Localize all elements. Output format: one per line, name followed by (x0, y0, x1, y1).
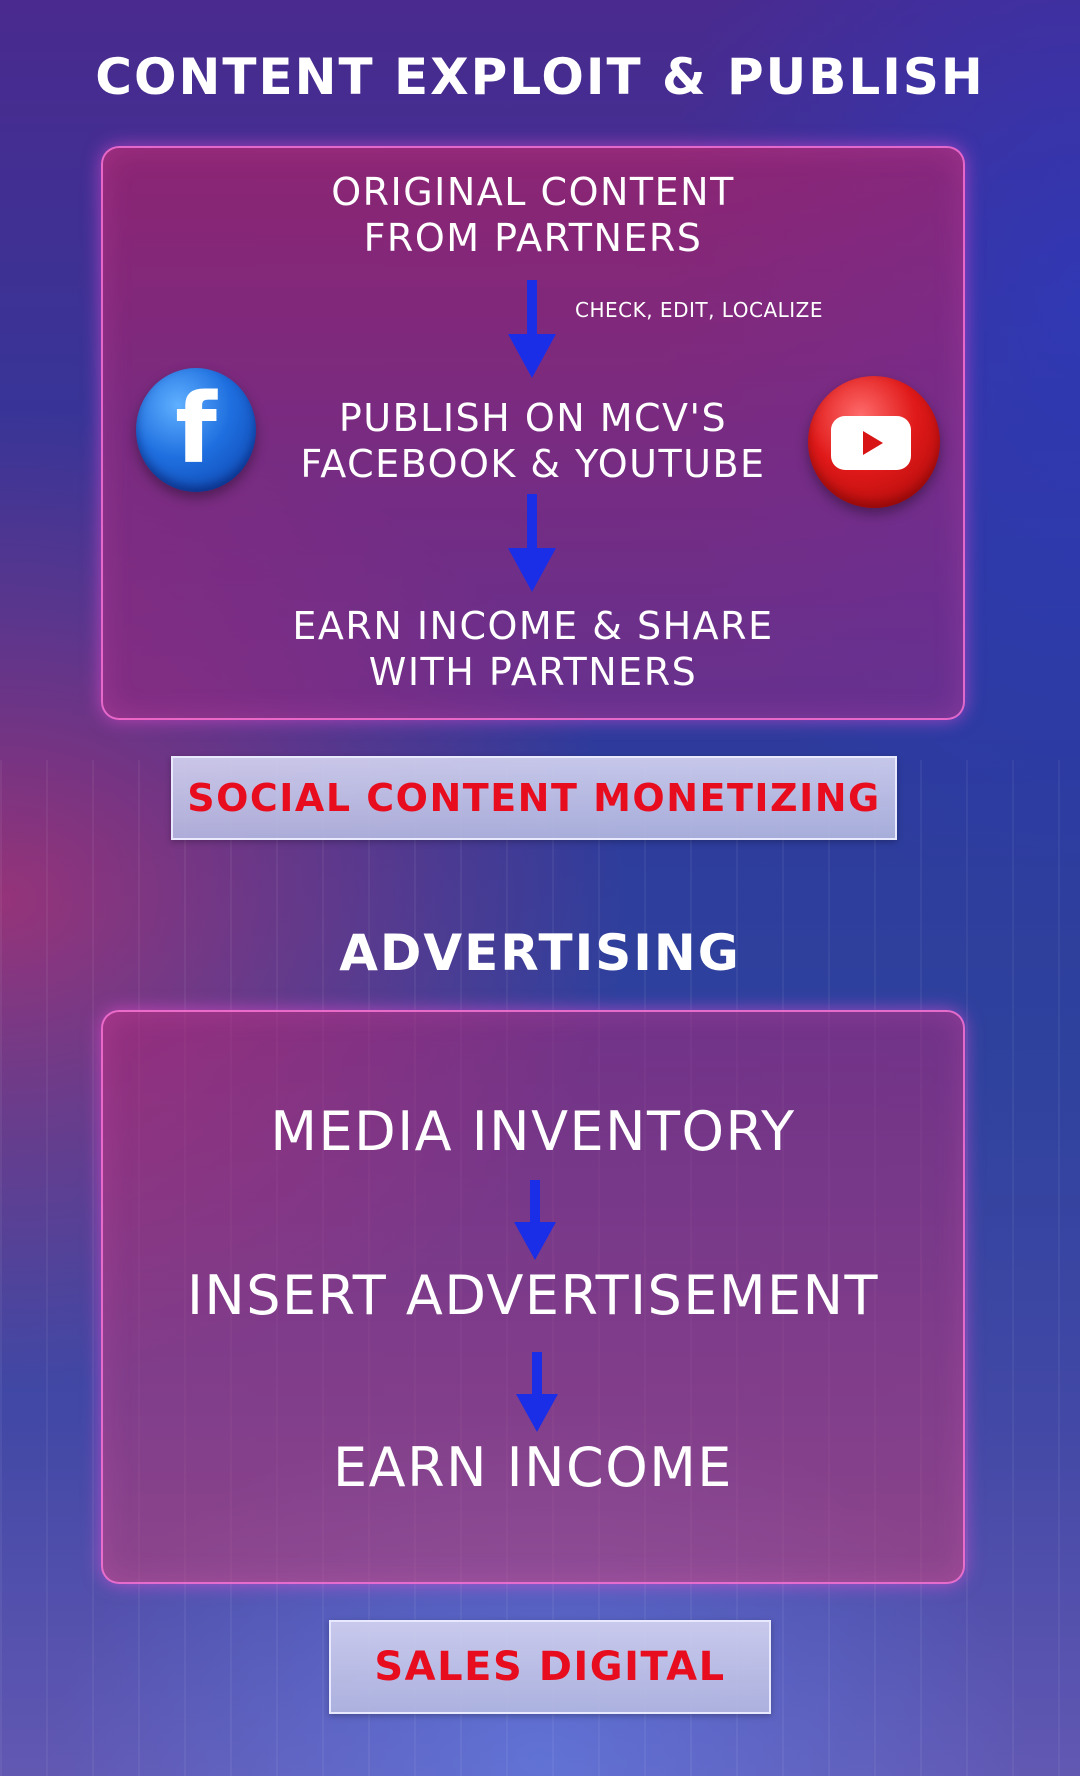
youtube-icon (808, 376, 940, 508)
sales-digital-button[interactable]: SALES DIGITAL (329, 1620, 771, 1714)
step-line: FACEBOOK & YOUTUBE (300, 441, 766, 486)
social-content-monetizing-button[interactable]: SOCIAL CONTENT MONETIZING (171, 756, 897, 840)
section-title-advertising: ADVERTISING (339, 924, 741, 982)
arrow-down-icon (516, 1352, 558, 1432)
step-media-inventory: MEDIA INVENTORY (270, 1100, 796, 1163)
section-title-content: CONTENT EXPLOIT & PUBLISH (95, 48, 985, 106)
step-earn-income: EARN INCOME (333, 1436, 733, 1499)
step-original-content: ORIGINAL CONTENT FROM PARTNERS (103, 170, 963, 261)
facebook-icon: f (136, 368, 256, 492)
arrow-down-icon (508, 280, 556, 378)
step-insert-advertisement: INSERT ADVERTISEMENT (186, 1264, 880, 1327)
step-line: PUBLISH ON MCV'S (338, 396, 728, 440)
step-earn-share: EARN INCOME & SHARE WITH PARTNERS (103, 604, 963, 695)
step-line: EARN INCOME & SHARE (292, 604, 774, 648)
arrow-down-icon (514, 1180, 556, 1260)
step-publish: PUBLISH ON MCV'S FACEBOOK & YOUTUBE (103, 396, 963, 487)
arrow-note: CHECK, EDIT, LOCALIZE (575, 298, 823, 322)
advertising-flow-panel: MEDIA INVENTORY INSERT ADVERTISEMENT EAR… (101, 1010, 965, 1584)
step-line: WITH PARTNERS (368, 649, 698, 694)
arrow-down-icon (508, 494, 556, 592)
step-line: ORIGINAL CONTENT (331, 170, 735, 214)
step-line: FROM PARTNERS (363, 215, 703, 260)
